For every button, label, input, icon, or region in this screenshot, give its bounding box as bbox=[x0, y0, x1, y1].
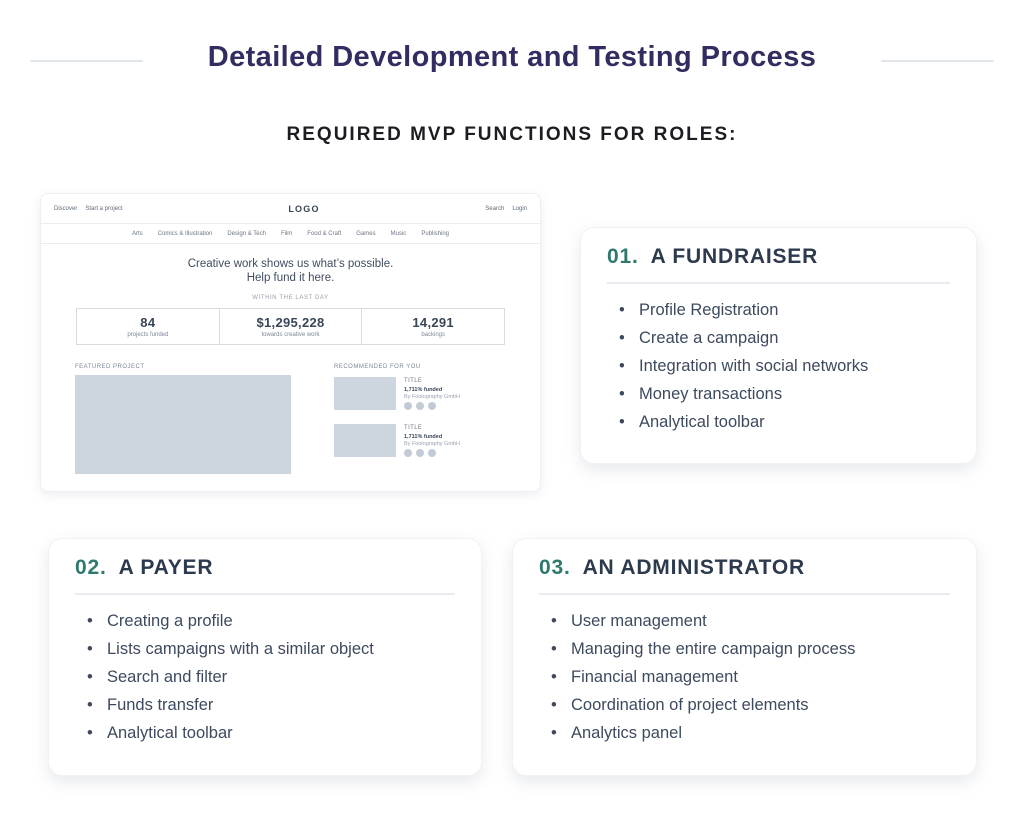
recommended-card[interactable]: TITLE 1,711% funded By Foolography GmbH bbox=[334, 377, 519, 410]
mockup-top-nav: Discover Start a project LOGO Search Log… bbox=[41, 194, 540, 223]
feature-item: User management bbox=[539, 607, 950, 635]
dot-icon bbox=[404, 402, 412, 410]
stat-value: 14,291 bbox=[412, 315, 454, 330]
project-title: TITLE bbox=[404, 378, 423, 384]
role-number: 01. bbox=[607, 245, 639, 268]
hero-line-2: Help fund it here. bbox=[246, 271, 335, 284]
title-divider-right bbox=[881, 60, 994, 62]
heading-divider bbox=[607, 282, 950, 284]
role-heading: 03. AN ADMINISTRATOR bbox=[539, 556, 950, 580]
role-card-fundraiser: 01. A FUNDRAISER Profile Registration Cre… bbox=[580, 227, 977, 464]
role-title: AN ADMINISTRATOR bbox=[582, 556, 805, 579]
feature-item: Funds transfer bbox=[75, 691, 455, 719]
nav-link-start-a-project[interactable]: Start a project bbox=[85, 205, 123, 212]
stat-label: backings bbox=[421, 332, 446, 338]
feature-item: Financial management bbox=[539, 663, 950, 691]
nav-link-login[interactable]: Login bbox=[512, 205, 527, 212]
website-wireframe-mockup: Discover Start a project LOGO Search Log… bbox=[40, 193, 541, 492]
role-card-administrator: 03. AN ADMINISTRATOR User management Mana… bbox=[512, 538, 977, 776]
dot-icon bbox=[404, 449, 412, 457]
feature-item: Analytical toolbar bbox=[607, 408, 950, 436]
feature-item: Lists campaigns with a similar object bbox=[75, 635, 455, 663]
title-divider-left bbox=[30, 60, 143, 62]
project-thumbnail-placeholder bbox=[334, 377, 396, 410]
category-link-publishing[interactable]: Publishing bbox=[421, 230, 449, 237]
stat-towards-creative-work: $1,295,228 towards creative work bbox=[218, 309, 362, 344]
feature-item: Profile Registration bbox=[607, 296, 950, 324]
logo: LOGO bbox=[288, 203, 320, 214]
nav-link-search[interactable]: Search bbox=[485, 205, 505, 212]
dot-icon bbox=[416, 402, 424, 410]
role-heading: 02. A PAYER bbox=[75, 556, 455, 580]
stat-value: $1,295,228 bbox=[256, 315, 325, 330]
feature-item: Search and filter bbox=[75, 663, 455, 691]
stat-label: towards creative work bbox=[261, 332, 320, 338]
category-link-design-tech[interactable]: Design & Tech bbox=[227, 230, 266, 237]
dot-icon bbox=[428, 402, 436, 410]
feature-item: Integration with social networks bbox=[607, 352, 950, 380]
dot-icon bbox=[428, 449, 436, 457]
feature-item: Analytical toolbar bbox=[75, 719, 455, 747]
feature-list: Creating a profile Lists campaigns with … bbox=[75, 607, 455, 747]
category-link-arts[interactable]: Arts bbox=[132, 230, 143, 237]
project-author: By Foolography GmbH bbox=[404, 441, 460, 447]
page-subtitle: REQUIRED MVP FUNCTIONS FOR ROLES: bbox=[286, 124, 738, 145]
role-card-payer: 02. A PAYER Creating a profile Lists camp… bbox=[48, 538, 482, 776]
hero-heading: Creative work shows us what’s possible. … bbox=[41, 258, 540, 285]
role-title: A PAYER bbox=[118, 556, 214, 579]
featured-project-label: FEATURED PROJECT bbox=[75, 364, 145, 370]
role-number: 03. bbox=[539, 556, 571, 579]
recommended-card[interactable]: TITLE 1,711% funded By Foolography GmbH bbox=[334, 424, 519, 457]
featured-project-image-placeholder bbox=[75, 375, 291, 474]
recommended-label: RECOMMENDED FOR YOU bbox=[334, 364, 421, 370]
stat-value: 84 bbox=[140, 315, 156, 330]
page-title: Detailed Development and Testing Process bbox=[207, 41, 817, 73]
category-link-music[interactable]: Music bbox=[390, 230, 407, 237]
project-thumbnail-placeholder bbox=[334, 424, 396, 457]
project-author: By Foolography GmbH bbox=[404, 394, 460, 400]
category-link-food-craft[interactable]: Food & Craft bbox=[307, 230, 342, 237]
category-link-games[interactable]: Games bbox=[356, 230, 376, 237]
feature-list: Profile Registration Create a campaign I… bbox=[607, 296, 950, 436]
heading-divider bbox=[75, 593, 455, 595]
role-number: 02. bbox=[75, 556, 107, 579]
stat-label: projects funded bbox=[127, 332, 169, 338]
nav-link-discover[interactable]: Discover bbox=[54, 205, 78, 212]
mockup-category-nav: Arts Comics & Illustration Design & Tech… bbox=[41, 223, 540, 244]
project-funded-percent: 1,711% funded bbox=[404, 434, 443, 440]
feature-item: Managing the entire campaign process bbox=[539, 635, 950, 663]
category-link-film[interactable]: Film bbox=[280, 230, 293, 237]
stats-bar: 84 projects funded $1,295,228 towards cr… bbox=[76, 308, 505, 345]
feature-list: User management Managing the entire camp… bbox=[539, 607, 950, 747]
stat-projects-funded: 84 projects funded bbox=[77, 309, 219, 344]
stats-caption: WITHIN THE LAST DAY bbox=[252, 295, 329, 301]
feature-item: Coordination of project elements bbox=[539, 691, 950, 719]
placeholder-dots bbox=[404, 449, 436, 457]
placeholder-dots bbox=[404, 402, 436, 410]
project-title: TITLE bbox=[404, 425, 423, 431]
feature-item: Create a campaign bbox=[607, 324, 950, 352]
feature-item: Creating a profile bbox=[75, 607, 455, 635]
feature-item: Money transactions bbox=[607, 380, 950, 408]
feature-item: Analytics panel bbox=[539, 719, 950, 747]
heading-divider bbox=[539, 593, 950, 595]
project-funded-percent: 1,711% funded bbox=[404, 387, 443, 393]
dot-icon bbox=[416, 449, 424, 457]
role-title: A FUNDRAISER bbox=[650, 245, 819, 268]
category-link-comics-illustration[interactable]: Comics & Illustration bbox=[157, 230, 213, 237]
role-heading: 01. A FUNDRAISER bbox=[607, 245, 950, 269]
stat-backings: 14,291 backings bbox=[361, 309, 504, 344]
hero-line-1: Creative work shows us what’s possible. bbox=[187, 258, 394, 270]
